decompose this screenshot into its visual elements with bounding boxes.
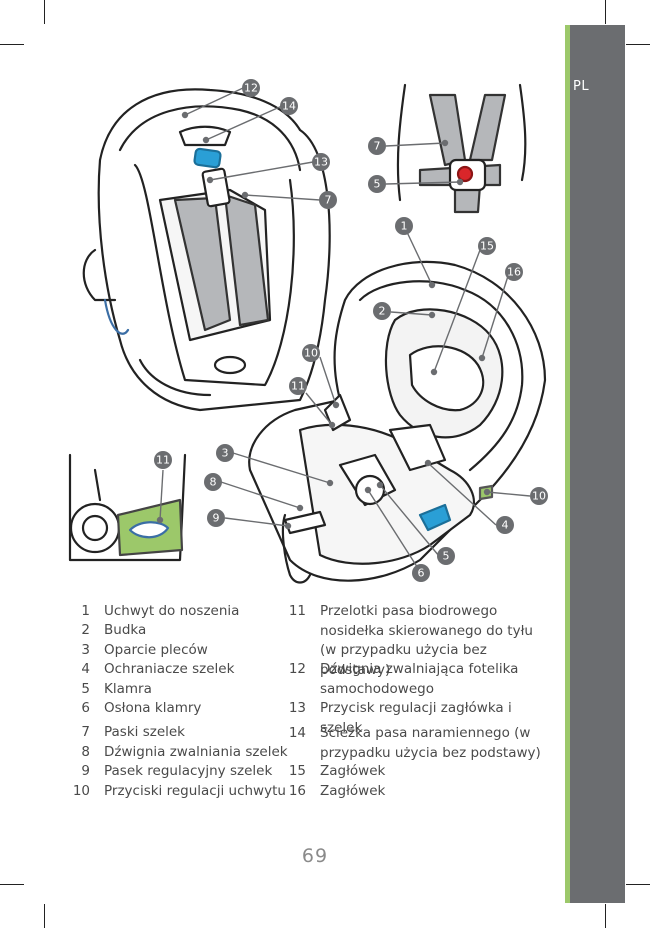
callout-7b: 7	[368, 137, 386, 155]
language-tab: PL	[573, 79, 590, 94]
svg-text:13: 13	[314, 156, 328, 169]
seat-back-view	[82, 88, 331, 412]
svg-text:4: 4	[502, 519, 509, 532]
svg-text:11: 11	[156, 454, 170, 467]
svg-text:9: 9	[213, 512, 220, 525]
leader-lines	[156, 87, 531, 574]
svg-text:10: 10	[304, 347, 318, 360]
sidebar-accent-stripe	[565, 25, 570, 903]
callout-5b: 5	[437, 547, 455, 565]
car-seat-illustration: 12 14 13 7 7 5 1 15 16 2 10 11 3 8 9 11 …	[68, 79, 548, 584]
callout-12: 12	[242, 79, 260, 97]
callout-2: 2	[373, 302, 391, 320]
svg-text:5: 5	[374, 178, 381, 191]
svg-text:14: 14	[282, 100, 296, 113]
svg-text:11: 11	[291, 380, 305, 393]
callout-11a: 11	[289, 377, 307, 395]
crop-mark	[605, 904, 606, 928]
callout-1: 1	[395, 217, 413, 235]
crop-mark	[0, 884, 24, 885]
crop-mark	[626, 884, 650, 885]
callout-3: 3	[216, 444, 234, 462]
callout-15: 15	[478, 237, 496, 255]
crop-mark	[605, 0, 606, 24]
svg-text:10: 10	[532, 490, 546, 503]
harness-detail	[396, 83, 527, 214]
svg-text:8: 8	[210, 476, 217, 489]
seat-front-view	[248, 260, 547, 584]
callout-14: 14	[280, 97, 298, 115]
svg-text:3: 3	[222, 447, 229, 460]
callout-10a: 10	[302, 344, 320, 362]
page-number: 69	[301, 845, 329, 867]
callout-4: 4	[496, 516, 514, 534]
crop-mark	[626, 44, 650, 45]
svg-text:2: 2	[379, 305, 386, 318]
svg-text:15: 15	[480, 240, 494, 253]
svg-text:5: 5	[443, 550, 450, 563]
callout-13: 13	[312, 153, 330, 171]
callout-7a: 7	[319, 191, 337, 209]
callout-6: 6	[412, 564, 430, 582]
svg-text:7: 7	[325, 194, 332, 207]
belt-guide-detail	[68, 453, 187, 562]
svg-text:1: 1	[401, 220, 408, 233]
crop-mark	[44, 0, 45, 24]
callout-8: 8	[204, 473, 222, 491]
svg-text:12: 12	[244, 82, 258, 95]
svg-text:16: 16	[507, 266, 521, 279]
callout-5a: 5	[368, 175, 386, 193]
callout-10b: 10	[530, 487, 548, 505]
crop-mark	[44, 904, 45, 928]
callout-9: 9	[207, 509, 225, 527]
callout-16: 16	[505, 263, 523, 281]
crop-mark	[0, 44, 24, 45]
language-sidebar	[570, 25, 625, 903]
callout-11b: 11	[154, 451, 172, 469]
callout-badges: 12 14 13 7 7 5 1 15 16 2 10 11 3 8 9 11 …	[154, 79, 548, 582]
svg-text:7: 7	[374, 140, 381, 153]
svg-text:6: 6	[418, 567, 425, 580]
